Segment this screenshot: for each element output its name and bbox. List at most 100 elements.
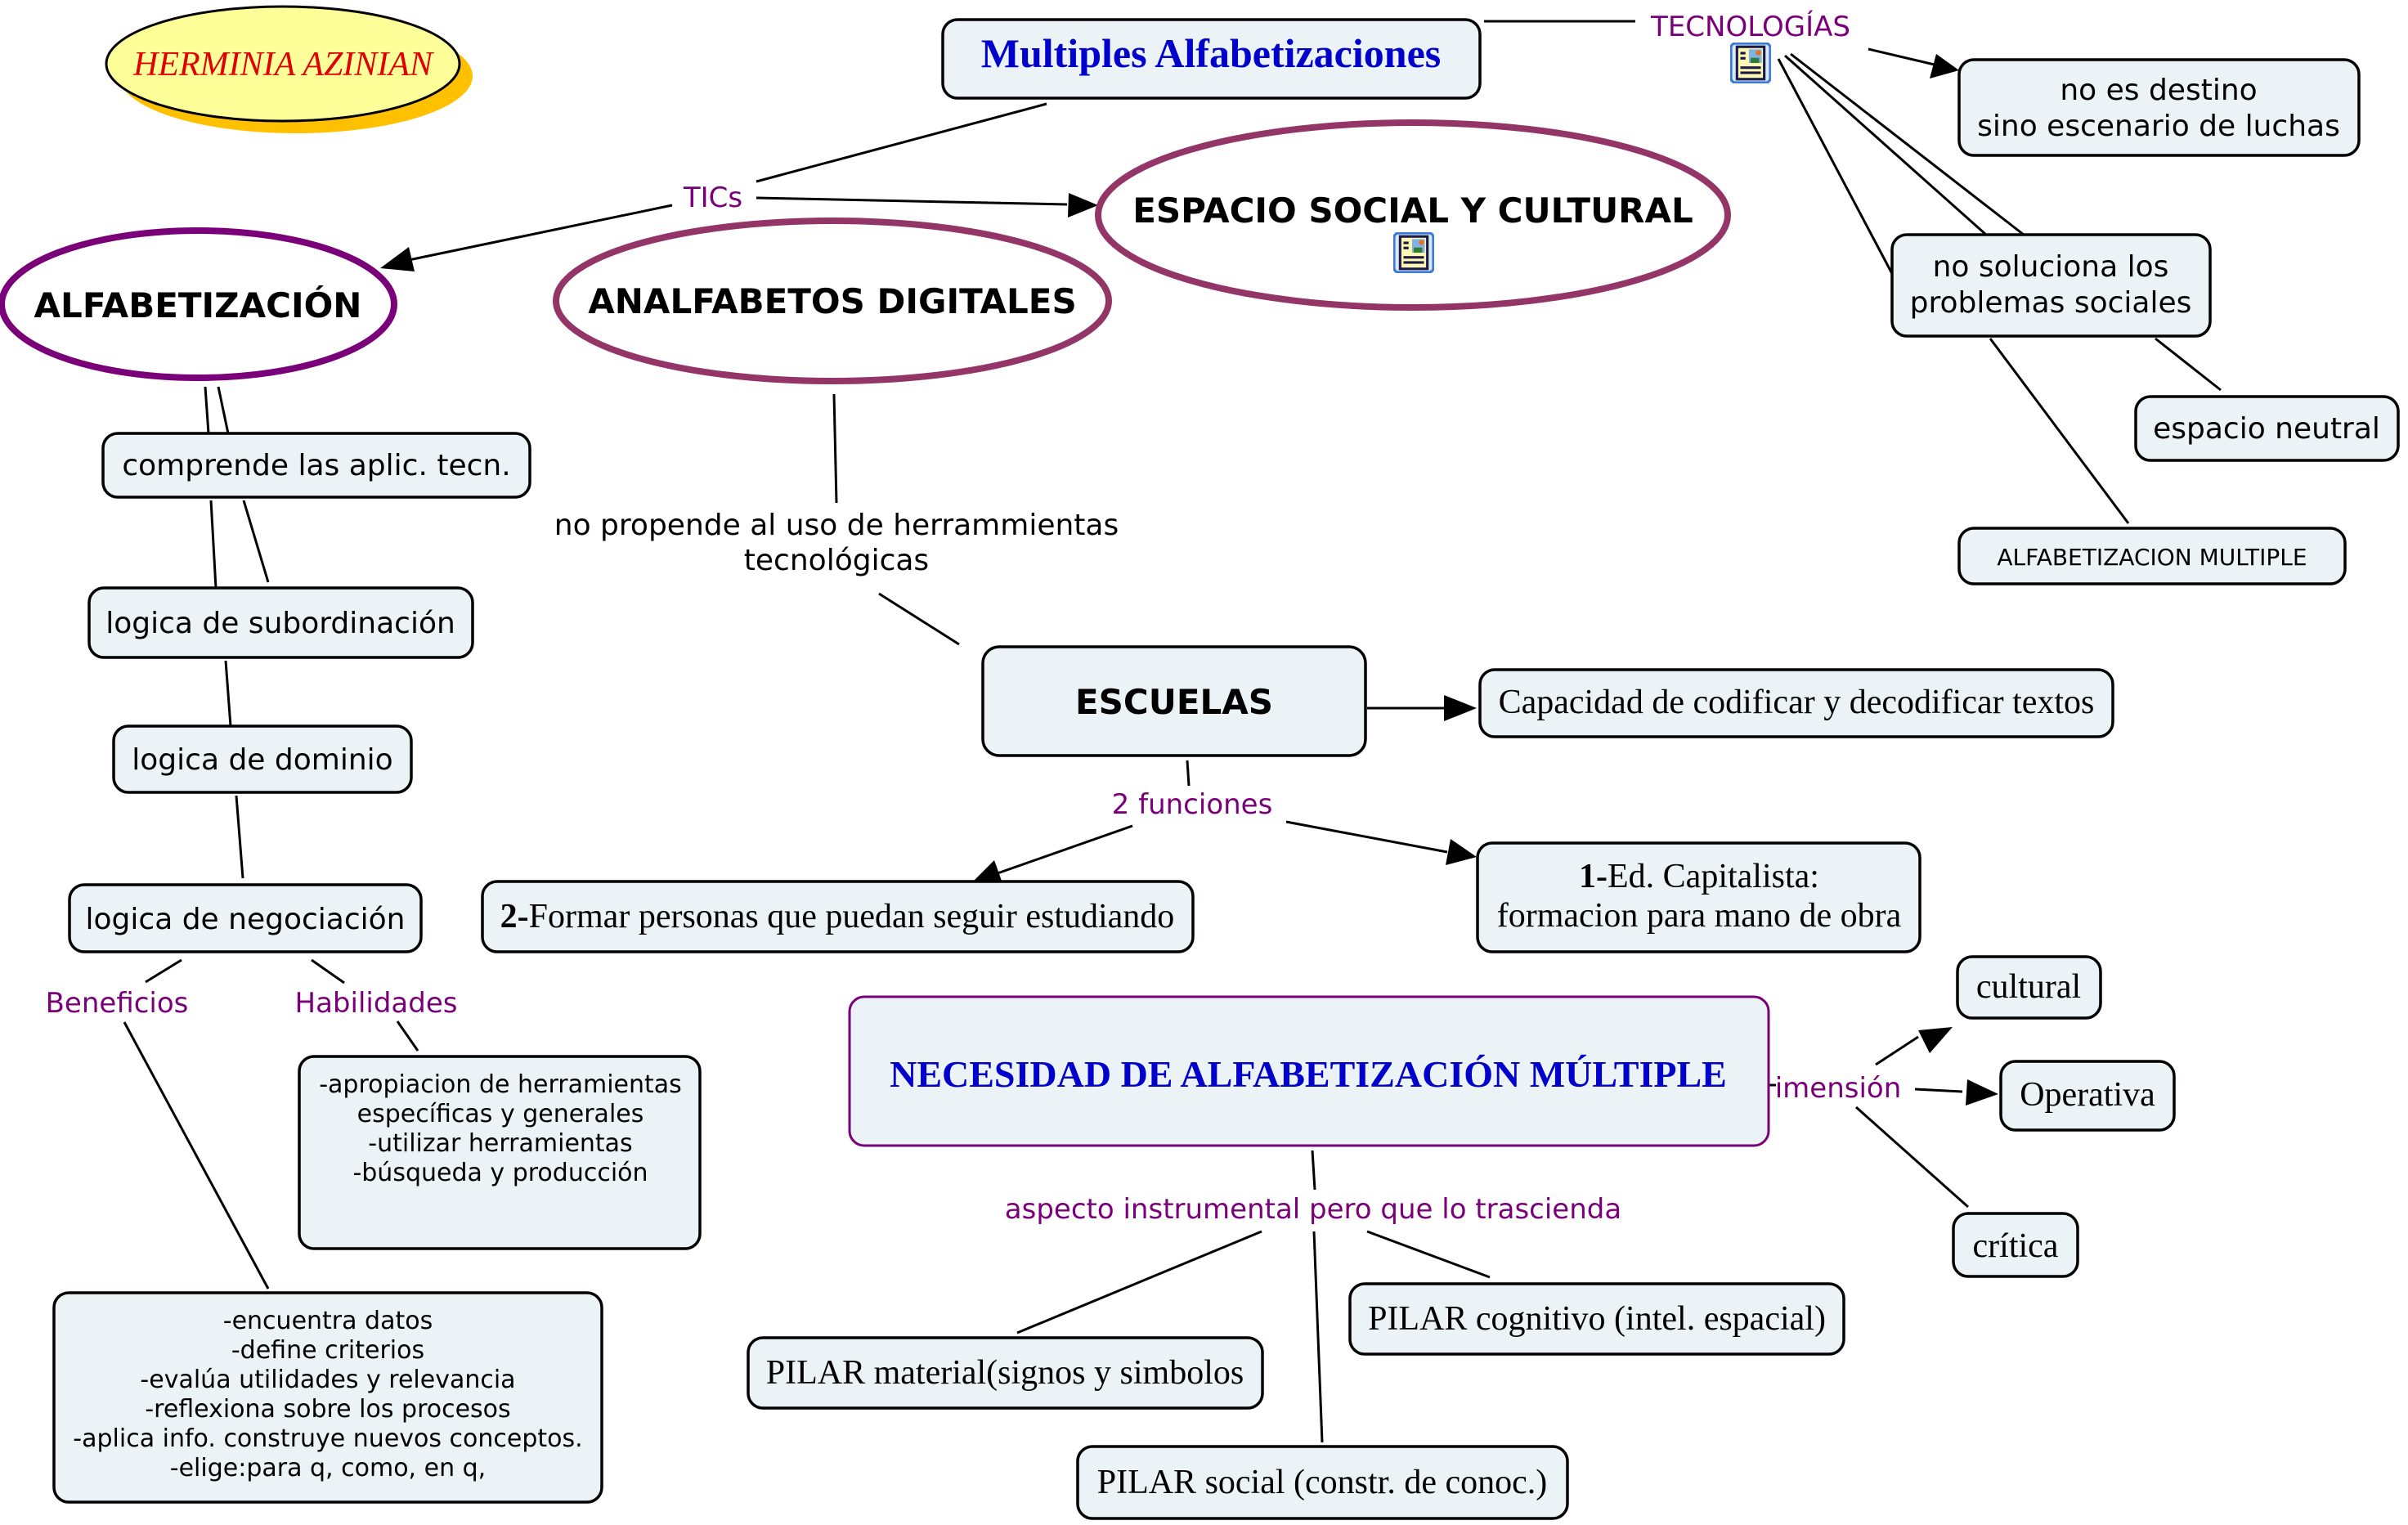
link-alf-subord-b	[242, 500, 270, 583]
node-logica-subordinacion[interactable]: logica de subordinación	[87, 586, 474, 659]
node-habilidades-list[interactable]: -apropiacion de herramientas específicas…	[298, 1055, 702, 1250]
node-cultural[interactable]: cultural	[1956, 955, 2102, 1020]
node-box	[2134, 395, 2400, 462]
node-comprende[interactable]: comprende las aplic. tecn.	[101, 432, 531, 499]
node-pilar-social[interactable]: PILAR social (constr. de conoc.)	[1076, 1445, 1569, 1520]
node-espacio-neutral[interactable]: espacio neutral	[2134, 395, 2400, 462]
node-number: 2-	[500, 898, 529, 935]
node-box	[481, 880, 1195, 953]
arrowhead	[1068, 193, 1098, 218]
node-text: PILAR material(signos y simbolos	[766, 1354, 1244, 1392]
document-image-icon[interactable]	[1393, 232, 1434, 273]
link-funciones-capitalista	[1285, 820, 1448, 854]
author-ellipse	[105, 5, 461, 123]
list-item: específicas y generales	[357, 1100, 644, 1128]
link-negociacion-habilidades	[311, 958, 345, 985]
node-text: logica de subordinación	[105, 607, 455, 640]
link-tics-espacio	[756, 196, 1068, 206]
title-text: Multiples Alfabetizaciones	[981, 30, 1441, 76]
document-image-icon[interactable]	[1730, 43, 1771, 83]
list-item: -encuentra datos	[223, 1307, 433, 1335]
node-box	[747, 1336, 1264, 1410]
node-formar-personas[interactable]: 2-Formar personas que puedan seguir estu…	[481, 880, 1195, 953]
list-item: -búsqueda y producción	[352, 1159, 648, 1187]
node-text: ALFABETIZACION MULTIPLE	[1997, 544, 2307, 571]
link-tecnologias-neutral-b	[2155, 337, 2222, 392]
link-tics-alfabetizacion	[408, 204, 673, 262]
link-habilidades-box	[396, 1020, 419, 1052]
node-box	[87, 586, 474, 659]
link-dimension-cultural	[1875, 1035, 1919, 1066]
node-text: Operativa	[2020, 1076, 2155, 1114]
node-text: PILAR social (constr. de conoc.)	[1097, 1464, 1548, 1501]
arrowhead	[973, 860, 1002, 883]
link-dominio-negociacion	[235, 795, 244, 879]
node-analfabetos-digitales[interactable]: ANALFABETOS DIGITALES	[553, 218, 1112, 384]
link-comprende-subord	[209, 500, 217, 589]
link-aspecto-social	[1312, 1231, 1324, 1443]
list-item: -utilizar herramientas	[368, 1129, 632, 1158]
link-necesidad-aspecto	[1311, 1150, 1316, 1191]
link-aspecto-cognitivo	[1366, 1230, 1491, 1279]
link-aspecto-material	[1016, 1230, 1262, 1334]
node-text: comprende las aplic. tecn.	[122, 449, 510, 482]
node-box	[52, 1291, 603, 1504]
link-title-tics	[756, 102, 1047, 183]
node-box	[1952, 1212, 2079, 1278]
node-text: NECESIDAD DE ALFABETIZACIÓN MÚLTIPLE	[890, 1053, 1727, 1095]
node-pilar-cognitivo[interactable]: PILAR cognitivo (intel. espacial)	[1348, 1282, 1845, 1356]
node-necesidad[interactable]: NECESIDAD DE ALFABETIZACIÓN MÚLTIPLE	[848, 995, 1770, 1147]
link-label-dos-funciones: 2 funciones	[1112, 788, 1273, 821]
node-capacidad[interactable]: Capacidad de codificar y decodificar tex…	[1478, 668, 2114, 738]
title-box	[941, 18, 1482, 100]
node-box	[1478, 668, 2114, 738]
list-item: -elige:para q, como, en q,	[170, 1454, 486, 1482]
node-text-line-2: sino escenario de luchas	[1977, 110, 2340, 143]
node-box	[101, 432, 531, 499]
node-operativa[interactable]: Operativa	[1999, 1060, 2176, 1132]
list-item: -evalúa utilidades y relevancia	[140, 1366, 515, 1394]
author-node[interactable]: HERMINIA AZINIAN	[105, 5, 473, 133]
node-box	[1076, 1445, 1569, 1520]
node-alfabetizacion-multiple[interactable]: ALFABETIZACION MULTIPLE	[1957, 527, 2347, 585]
link-label-habilidades: Habilidades	[295, 987, 458, 1020]
link-tecnologias-alfmultiple-a	[1777, 58, 1913, 312]
link-label-aspecto: aspecto instrumental pero que lo trascie…	[1005, 1193, 1621, 1226]
node-box	[68, 883, 423, 953]
node-logica-dominio[interactable]: logica de dominio	[112, 724, 413, 794]
list-item: -aplica info. construye nuevos conceptos…	[73, 1424, 582, 1453]
node-box	[848, 995, 1770, 1147]
node-box	[1476, 841, 1921, 953]
link-subord-dominio	[224, 660, 232, 727]
node-beneficios-list[interactable]: -encuentra datos -define criterios -eval…	[52, 1291, 603, 1504]
node-critica[interactable]: crítica	[1952, 1212, 2079, 1278]
node-box	[1957, 58, 2361, 157]
link-label-tecnologias: TECNOLOGÍAS	[1650, 10, 1850, 43]
node-text-line-1: 1-Ed. Capitalista:	[1579, 858, 1819, 895]
node-no-es-destino[interactable]: no es destino sino escenario de luchas	[1957, 58, 2361, 157]
link-tecnologias-nosoluciona	[1784, 54, 1987, 236]
node-espacio-social[interactable]: ESPACIO SOCIAL Y CULTURAL	[1095, 119, 1731, 311]
node-ellipse	[1095, 119, 1731, 311]
arrowhead	[1930, 54, 1959, 78]
node-box	[1999, 1060, 2176, 1132]
node-number: 1-	[1579, 858, 1608, 895]
node-alfabetizacion[interactable]: ALFABETIZACIÓN	[0, 227, 397, 381]
link-label-dimension: imensión	[1775, 1072, 1902, 1105]
node-pilar-material[interactable]: PILAR material(signos y simbolos	[747, 1336, 1264, 1410]
title-node[interactable]: Multiples Alfabetizaciones	[941, 18, 1482, 100]
link-label-tics: TICs	[683, 182, 742, 214]
node-logica-negociacion[interactable]: logica de negociación	[68, 883, 423, 953]
node-box	[1348, 1282, 1845, 1356]
node-box	[1957, 527, 2347, 585]
node-no-soluciona[interactable]: no soluciona los problemas sociales	[1890, 233, 2212, 338]
node-text: ESCUELAS	[1075, 682, 1273, 722]
link-alf-subord-a	[217, 386, 230, 434]
node-escuelas[interactable]: ESCUELAS	[981, 645, 1367, 757]
node-text: Capacidad de codificar y decodificar tex…	[1499, 684, 2095, 721]
link-alf-comprende	[204, 386, 210, 434]
node-ed-capitalista[interactable]: 1-Ed. Capitalista: formacion para mano d…	[1476, 841, 1921, 953]
link-label-beneficios: Beneficios	[46, 987, 189, 1020]
node-text: logica de dominio	[132, 743, 392, 777]
